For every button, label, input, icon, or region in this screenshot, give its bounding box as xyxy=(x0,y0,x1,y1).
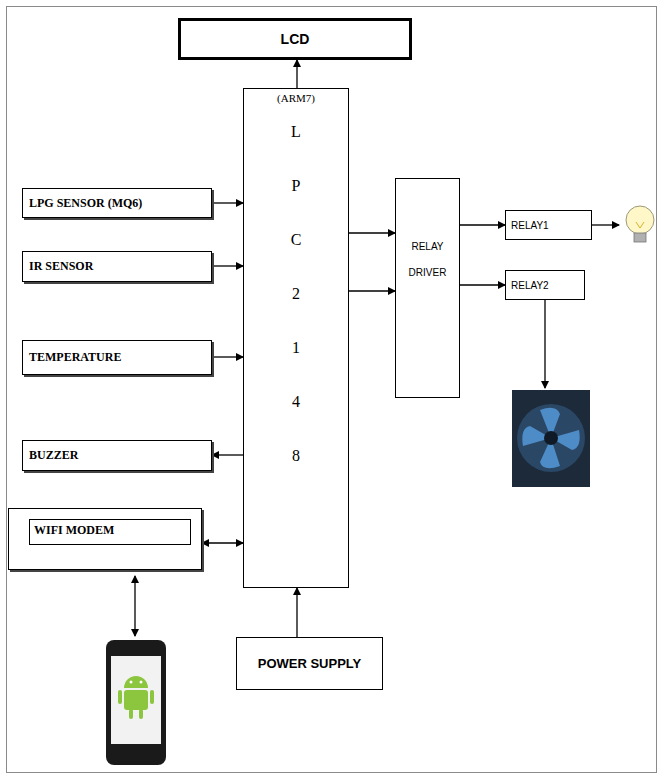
signal-arrow xyxy=(349,232,395,233)
output-box: BUZZER xyxy=(22,440,212,471)
phone-link xyxy=(134,576,135,636)
box-label: RELAY2 xyxy=(511,280,549,291)
sensor-box: LPG SENSOR (MQ6) xyxy=(22,188,212,218)
chip-label: L P C 2 1 4 8 xyxy=(290,105,302,483)
phone-icon xyxy=(106,640,166,765)
signal-arrow xyxy=(212,265,243,266)
signal-arrow xyxy=(296,60,297,88)
sensor-box: IR SENSOR xyxy=(22,251,212,282)
bulb-wire xyxy=(592,224,619,225)
relay-box: RELAY2 xyxy=(505,270,585,300)
signal-arrow xyxy=(460,224,505,225)
box-label: (ARM7) xyxy=(244,89,348,105)
box-label: POWER SUPPLY xyxy=(258,656,362,671)
signal-arrow xyxy=(212,356,243,357)
signal-arrow xyxy=(212,202,243,203)
box-label: WIFI MODEM xyxy=(29,519,191,545)
box-label: RELAY1 xyxy=(511,220,549,231)
signal-arrow xyxy=(212,454,243,455)
relay-box: RELAY1 xyxy=(505,210,592,240)
power-box: POWER SUPPLY xyxy=(236,637,383,690)
signal-arrow xyxy=(296,588,297,637)
modem-box: WIFI MODEM xyxy=(8,508,202,570)
microcontroller-box: (ARM7)L P C 2 1 4 8 xyxy=(243,88,349,588)
signal-arrow xyxy=(460,284,505,285)
driver-box: RELAY DRIVER xyxy=(395,178,460,398)
fan-wire xyxy=(544,300,545,388)
box-label: LCD xyxy=(281,31,310,47)
box-label: RELAY DRIVER xyxy=(409,241,447,278)
box-label: BUZZER xyxy=(29,448,78,463)
fan-icon xyxy=(512,390,590,487)
box-label: IR SENSOR xyxy=(29,259,93,274)
display-box: LCD xyxy=(178,18,412,60)
sensor-box: TEMPERATURE xyxy=(22,340,212,375)
bulb-icon xyxy=(626,206,654,242)
box-label: TEMPERATURE xyxy=(29,350,121,365)
box-label: LPG SENSOR (MQ6) xyxy=(29,196,142,211)
signal-arrow xyxy=(202,542,243,543)
signal-arrow xyxy=(349,290,395,291)
